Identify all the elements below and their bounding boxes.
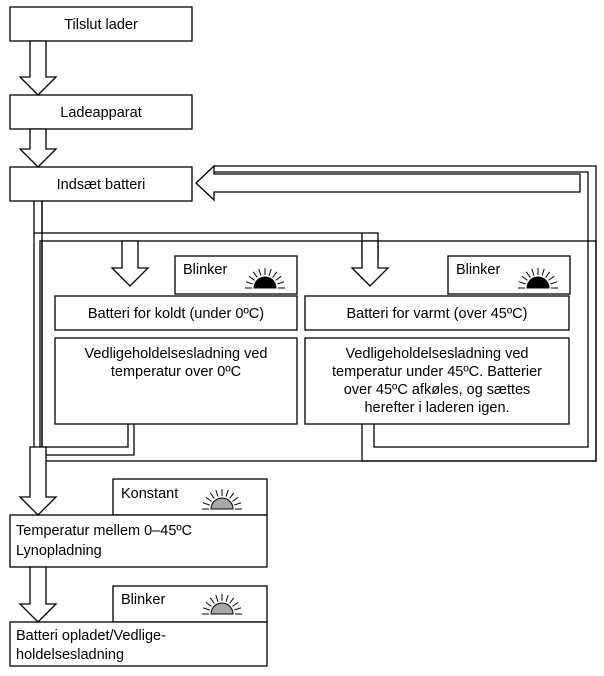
charger-box — [9, 94, 193, 130]
lamp-ray — [252, 271, 258, 278]
charger-label: Ladeapparat — [60, 105, 141, 121]
down-arrow-warm — [350, 240, 390, 287]
lamp-ray — [215, 594, 219, 602]
lamp-ray — [232, 601, 239, 607]
cold-desc-box — [54, 337, 298, 425]
done-line-2: holdelsesladning — [16, 647, 124, 663]
connect-label: Tilslut lader — [64, 17, 138, 33]
lamp-ray — [518, 281, 526, 285]
lamp-ray — [248, 275, 255, 281]
fast-box — [9, 514, 268, 568]
lamp-blinking-icon — [202, 594, 242, 615]
lamp-ray — [268, 268, 272, 276]
done-indicator-box — [112, 585, 268, 623]
insert-box — [9, 166, 193, 202]
lamp-ray — [229, 597, 235, 604]
lamp-ray — [525, 271, 531, 278]
warm-desc-box — [304, 337, 570, 425]
lamp-ray — [205, 496, 212, 502]
warm-indicator-box — [447, 255, 571, 295]
lamp-ray — [202, 607, 210, 611]
lamp-ray — [541, 268, 545, 276]
cold-desc-line-2: temperatur over 0ºC — [111, 364, 241, 380]
down-arrow-done — [18, 566, 58, 623]
down-arrow-cold — [110, 240, 150, 287]
done-line-1: Batteri opladet/Vedlige- — [16, 628, 166, 644]
done-box — [9, 621, 268, 667]
cold-indicator-box — [174, 255, 298, 295]
lamp-ray — [277, 281, 285, 285]
lamp-bulb — [210, 602, 234, 615]
down-arrow-2 — [18, 128, 58, 168]
lamp-ray — [550, 281, 558, 285]
lamp-ray — [258, 268, 262, 276]
lamp-ray — [232, 496, 239, 502]
warm-box — [304, 295, 570, 331]
fast-indicator-label: Konstant — [121, 486, 178, 502]
warm-return-line-2 — [214, 165, 597, 462]
down-arrow-fast — [18, 446, 58, 516]
warm-desc-line-3: over 45ºC afkøles, og sættes — [344, 382, 531, 398]
lamp-blinking-icon — [518, 268, 558, 289]
lamp-ray — [272, 271, 278, 278]
insert-label: Indsæt batteri — [57, 177, 146, 193]
fast-line-2: Lynopladning — [16, 543, 102, 559]
lamp-blinking-icon — [245, 268, 285, 289]
cold-desc-line-1: Vedligeholdelsesladning ved — [84, 346, 267, 362]
lamp-ray — [209, 492, 215, 499]
lamp-ray — [215, 489, 219, 497]
cold-return-line-2 — [42, 424, 135, 456]
cold-label: Batteri for koldt (under 0ºC) — [88, 306, 264, 322]
lamp-ray — [275, 275, 282, 281]
lamp-ray — [234, 502, 242, 506]
warm-indicator-label: Blinker — [456, 262, 500, 278]
lamp-bulb — [253, 276, 277, 289]
warm-desc-line-4: herefter i laderen igen. — [364, 400, 509, 416]
lamp-ray — [245, 281, 253, 285]
lamp-ray — [548, 275, 555, 281]
lamp-ray — [225, 489, 229, 497]
lamp-constant-icon — [202, 489, 242, 510]
fast-line-1: Temperatur mellem 0–45ºC — [16, 523, 192, 539]
lamp-bulb — [526, 276, 550, 289]
warm-label: Batteri for varmt (over 45ºC) — [347, 306, 528, 322]
lamp-ray — [229, 492, 235, 499]
warm-return-line — [214, 171, 589, 448]
lamp-ray — [531, 268, 535, 276]
done-indicator-label: Blinker — [121, 592, 165, 608]
lamp-ray — [234, 607, 242, 611]
return-arrow — [195, 164, 581, 202]
cold-box — [54, 295, 298, 331]
lamp-ray — [202, 502, 210, 506]
connect-box — [9, 6, 193, 42]
lamp-ray — [545, 271, 551, 278]
cold-indicator-label: Blinker — [183, 262, 227, 278]
lamp-ray — [209, 597, 215, 604]
lamp-ray — [521, 275, 528, 281]
lamp-ray — [205, 601, 212, 607]
warm-desc-line-2: temperatur under 45ºC. Batterier — [332, 364, 542, 380]
down-arrow-1 — [18, 40, 58, 96]
warm-desc-line-1: Vedligeholdelsesladning ved — [345, 346, 528, 362]
lamp-ray — [225, 594, 229, 602]
lamp-bulb — [210, 497, 234, 510]
